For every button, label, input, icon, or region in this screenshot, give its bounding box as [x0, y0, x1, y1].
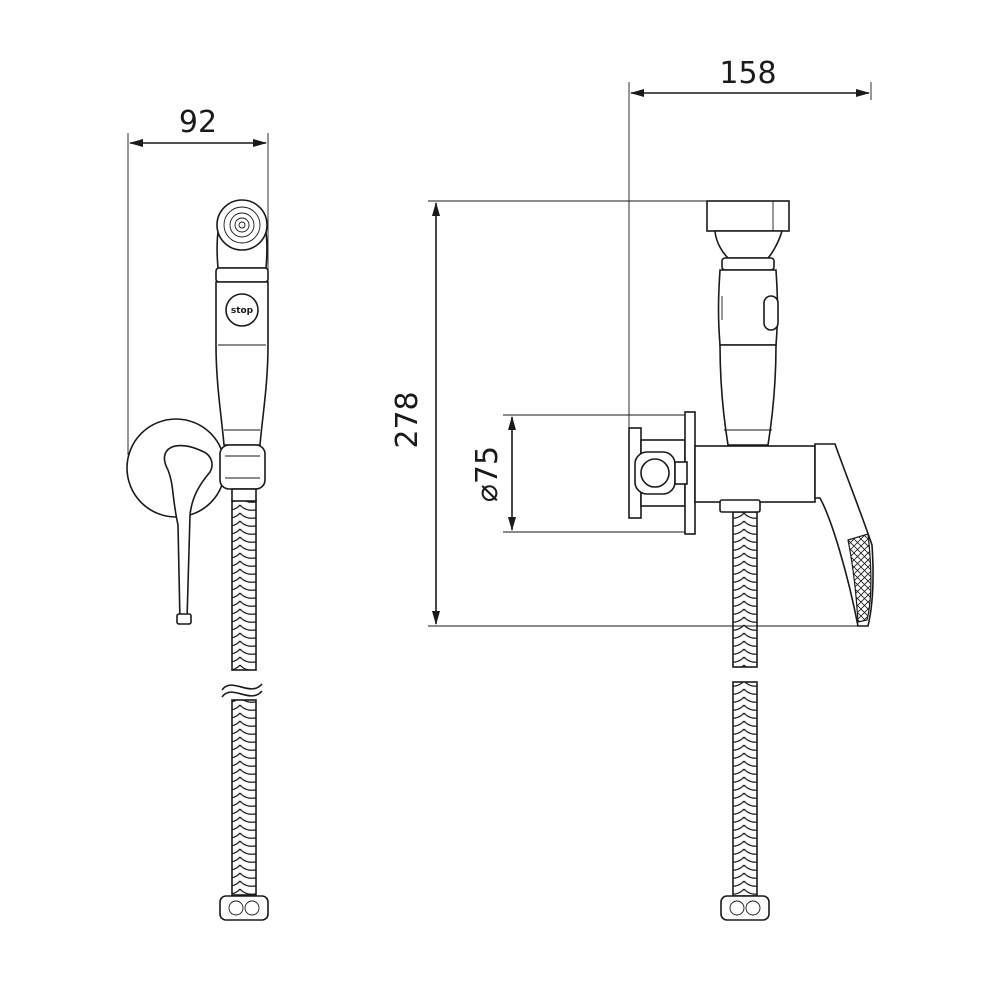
side-mixer-body: [694, 445, 816, 513]
height-dimension: 278: [390, 200, 862, 627]
front-lever-handle: [163, 444, 213, 625]
front-hose: [219, 499, 269, 921]
side-hand-shower: [706, 200, 790, 446]
front-hand-shower: stop: [215, 199, 269, 446]
stop-button-label: stop: [231, 306, 254, 316]
flange-diameter-dimension: ⌀75: [470, 414, 690, 533]
side-lever-handle: [814, 443, 874, 627]
front-view: 92: [126, 105, 269, 921]
side-view: 158 278 ⌀75: [390, 56, 874, 921]
side-hose: [720, 511, 770, 921]
side-width-dimension: 158: [628, 56, 872, 445]
flange-diameter-label: ⌀75: [470, 446, 505, 502]
side-shower-holder: [634, 451, 688, 495]
stop-button: [225, 293, 259, 327]
front-width-dimension: 92: [127, 105, 269, 455]
side-width-label: 158: [719, 56, 776, 91]
height-label: 278: [390, 391, 425, 448]
front-shower-holder: [219, 444, 266, 502]
front-width-label: 92: [179, 105, 217, 140]
